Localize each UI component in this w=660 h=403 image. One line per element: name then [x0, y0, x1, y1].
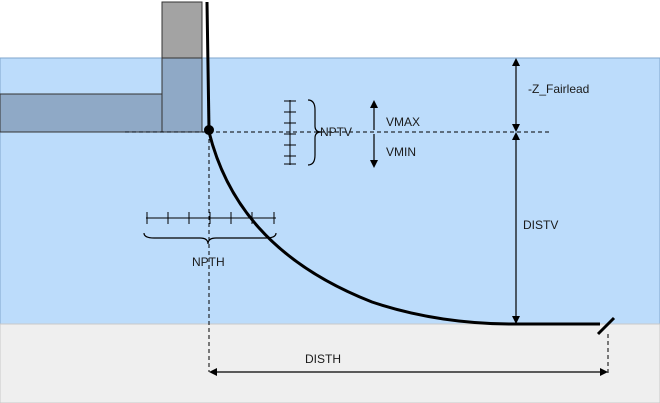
nptv-ruler	[284, 100, 296, 165]
vmax-label: VMAX	[386, 115, 420, 129]
npth-label: NPTH	[192, 255, 225, 269]
vmin-arrow	[370, 134, 378, 168]
platform-tower-submerged	[161, 57, 203, 133]
riser-line	[205, 1, 211, 131]
distv-arrowhead-top	[512, 132, 520, 140]
disth-arrowhead-right	[600, 368, 608, 376]
platform-pontoon	[0, 93, 163, 133]
vmax-arrow	[370, 100, 378, 130]
z-fairlead-arrowhead-top	[512, 58, 520, 66]
fairlead-point	[204, 125, 214, 135]
anchor-tail	[596, 316, 616, 336]
platform-tower-above-water	[161, 1, 203, 59]
nptv-label: NPTV	[320, 125, 352, 139]
vmin-label: VMIN	[386, 145, 416, 159]
nptv-brace	[307, 99, 322, 166]
distv-arrowhead-bottom	[512, 316, 520, 324]
npth-brace	[143, 232, 277, 245]
disth-label: DISTH	[305, 352, 341, 366]
disth-arrowhead-left	[209, 368, 217, 376]
distv-label: DISTV	[523, 218, 558, 232]
mooring-line-curve	[207, 131, 600, 326]
z-fairlead-arrowhead-bottom	[512, 124, 520, 132]
seabed-region	[0, 323, 660, 403]
z-fairlead-label: -Z_Fairlead	[528, 82, 589, 96]
npth-ruler	[146, 212, 276, 224]
